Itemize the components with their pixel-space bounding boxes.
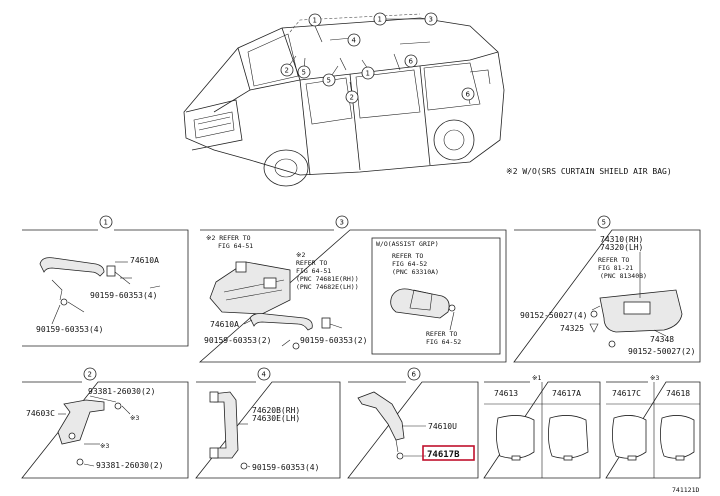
part-74310-RH[interactable]: 74310(RH)	[600, 235, 643, 244]
callout-1c: 1	[366, 70, 370, 78]
callout-4: 4	[352, 37, 357, 45]
inset-ref-pnc-63310A[interactable]: (PNC 63310A)	[392, 268, 439, 276]
part-90152-50027-b[interactable]: 90152-50027(2)	[628, 347, 695, 356]
part-93381-26030-a[interactable]: 93381-26030(2)	[88, 387, 155, 396]
ref-pnc-74681E[interactable]: (PNC 74681E(RH))	[296, 275, 359, 283]
callout-3: 3	[429, 16, 433, 24]
callout-6b: 6	[466, 91, 471, 99]
section-star3-title: ※3	[650, 374, 659, 382]
part-90159-60353-s3b[interactable]: 90159-60353(2)	[300, 336, 367, 345]
ref-note-3a: ※2 REFER TO	[206, 234, 251, 242]
part-93381-26030-b[interactable]: 93381-26030(2)	[96, 461, 163, 470]
section-5-number: 5	[602, 219, 606, 227]
part-90159-60353-a[interactable]: 90159-60353(4)	[90, 291, 157, 300]
section-4-number: 4	[262, 371, 267, 379]
inset-ref-2: REFER TO	[426, 330, 457, 338]
vehicle-illustration	[183, 13, 505, 187]
section-2: 2 93381-26030(2) 74603C ※3 ※3 93381-2603…	[21, 367, 189, 479]
part-74620B-RH[interactable]: 74620B(RH)	[252, 406, 300, 415]
inset-title: W/O(ASSIST GRIP)	[376, 240, 439, 248]
ref-pnc-74682E[interactable]: (PNC 74682E(LH))	[296, 283, 359, 291]
callout-1b: 1	[378, 16, 382, 24]
callout-2: 2	[285, 67, 289, 75]
callout-2b: 2	[350, 94, 354, 102]
part-74630E-LH[interactable]: 74630E(LH)	[252, 414, 300, 423]
ref-pnc-81340B[interactable]: (PNC 81340B)	[600, 272, 647, 280]
ref-note-3c: REFER TO	[296, 259, 327, 267]
part-74617A[interactable]: 74617A	[552, 389, 581, 398]
inset-ref-fig-64-52-a[interactable]: FIG 64-52	[392, 260, 427, 268]
callout-1: 1	[313, 17, 317, 25]
part-74325[interactable]: 74325	[560, 324, 584, 333]
note-3-b: ※3	[100, 442, 109, 450]
part-74617B[interactable]: 74617B	[427, 450, 460, 460]
section-3: 3 ※2 REFER TO FIG 64-51 ※2 REFER TO FIG …	[198, 215, 507, 363]
part-74610A[interactable]: 74610A	[130, 256, 159, 265]
callout-5: 5	[302, 69, 306, 77]
section-1: 1 74610A 90159-60353(4) 90159-60353(4)	[22, 215, 189, 347]
part-90152-50027-a[interactable]: 90152-50027(4)	[520, 311, 587, 320]
inset-ref-fig-64-52-b[interactable]: FIG 64-52	[426, 338, 461, 346]
inset-without-assist-grip	[371, 237, 501, 355]
note-curtain-airbag: ※2 W/O(SRS CURTAIN SHIELD AIR BAG)	[506, 167, 672, 176]
ref-fig-64-51-a[interactable]: FIG 64-51	[218, 242, 253, 250]
section-star1-title: ※1	[532, 374, 541, 382]
part-90159-60353-s4[interactable]: 90159-60353(4)	[252, 463, 319, 472]
section-6: 6 74610U 74617B	[347, 367, 479, 479]
highlight-74617B	[422, 445, 475, 461]
section-4: 4 74620B(RH) 74630E(LH) 90159-60353(4)	[195, 367, 341, 479]
part-74320-LH[interactable]: 74320(LH)	[600, 243, 643, 252]
part-74610U[interactable]: 74610U	[428, 422, 457, 431]
section-3-number: 3	[340, 219, 344, 227]
part-74610A-s3[interactable]: 74610A	[210, 320, 239, 329]
diagram-id: 741121D	[672, 486, 699, 494]
part-74618[interactable]: 74618	[666, 389, 690, 398]
inset-ref-1: REFER TO	[392, 252, 423, 260]
part-74617C[interactable]: 74617C	[612, 389, 641, 398]
callout-6: 6	[409, 58, 414, 66]
part-90159-60353-b[interactable]: 90159-60353(4)	[36, 325, 103, 334]
callout-circles: 1 1 3 4 2 5 5 1 2 6 6	[280, 12, 475, 104]
section-star1: ※1 74613 74617A	[483, 374, 601, 479]
note-3-a: ※3	[130, 414, 139, 422]
ref-5-a: REFER TO	[598, 256, 629, 264]
ref-note-3b: ※2	[296, 251, 305, 259]
part-74603C[interactable]: 74603C	[26, 409, 55, 418]
part-90159-60353-s3a[interactable]: 90159-60353(2)	[204, 336, 271, 345]
section-5: 5 74310(RH) 74320(LH) REFER TO FIG 81-21…	[513, 215, 701, 363]
section-1-number: 1	[104, 219, 108, 227]
callout-5b: 5	[327, 77, 331, 85]
section-2-number: 2	[88, 371, 92, 379]
part-74348[interactable]: 74348	[650, 335, 674, 344]
section-6-number: 6	[412, 371, 417, 379]
ref-fig-81-21[interactable]: FIG 81-21	[598, 264, 633, 272]
part-74613[interactable]: 74613	[494, 389, 518, 398]
ref-fig-64-51-b[interactable]: FIG 64-51	[296, 267, 331, 275]
section-star3: ※3 74617C 74618	[605, 374, 701, 479]
